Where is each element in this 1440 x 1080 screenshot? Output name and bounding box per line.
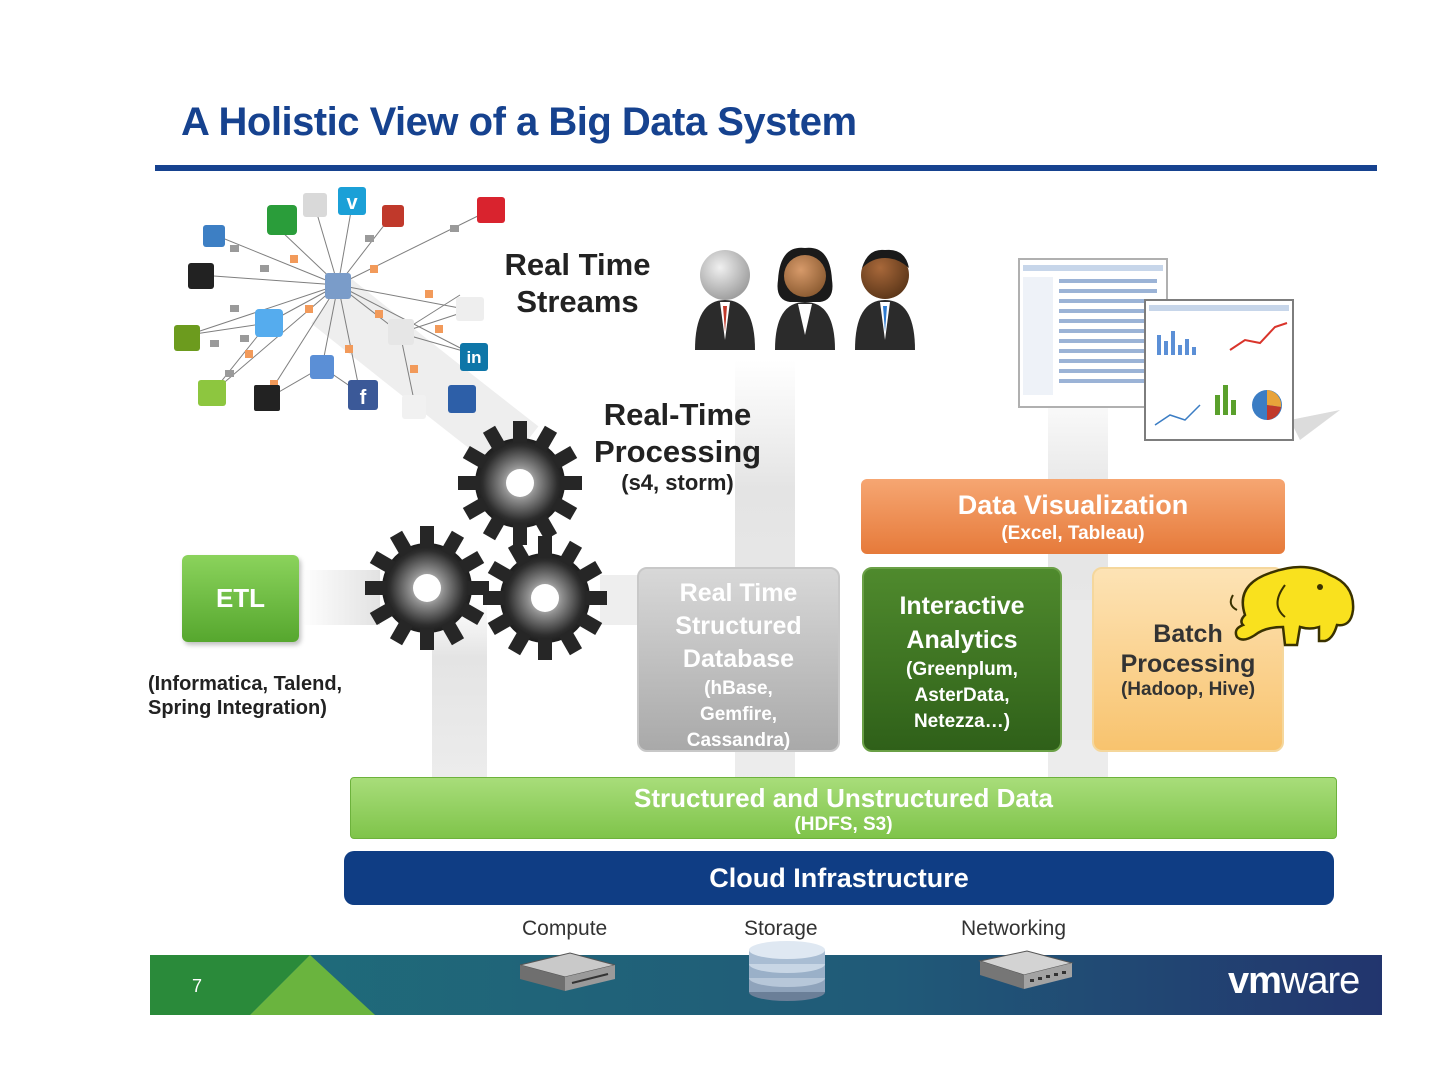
real-time-database-box: Real Time Structured Database (hBase, Ge… — [637, 567, 840, 752]
structured-data-tools: (HDFS, S3) — [794, 814, 893, 835]
real-time-streams-line1: Real Time — [504, 247, 651, 282]
batch-processing-line2: Processing — [1120, 650, 1256, 678]
etl-tools-line1: (Informatica, Talend, — [148, 673, 343, 695]
social-network-graph: v in f — [174, 187, 505, 419]
vmware-logo: vmware — [1228, 960, 1360, 1003]
compute-label: Compute — [522, 917, 608, 940]
structured-data-title: Structured and Unstructured Data — [634, 783, 1053, 813]
interactive-analytics-box: Interactive Analytics (Greenplum, AsterD… — [862, 567, 1062, 752]
real-time-database-tool3: Cassandra) — [686, 730, 791, 751]
hadoop-elephant-icon — [1229, 565, 1355, 647]
data-visualization-box: Data Visualization (Excel, Tableau) — [861, 479, 1285, 554]
batch-processing-line1: Batch — [1153, 620, 1223, 648]
interactive-analytics-tool3: Netezza…) — [913, 711, 1011, 732]
slide-title: A Holistic View of a Big Data System — [181, 100, 857, 144]
real-time-database-line3: Database — [682, 645, 795, 673]
page-number: 7 — [192, 976, 203, 996]
real-time-database-line1: Real Time — [679, 579, 798, 607]
vmware-logo-light: ware — [1280, 960, 1360, 1002]
real-time-processing-sub: (s4, storm) — [621, 470, 734, 495]
data-visualization-tools: (Excel, Tableau) — [1001, 523, 1145, 544]
real-time-streams-label: Real Time Streams — [495, 246, 660, 320]
storage-icon — [749, 941, 825, 1001]
data-visualization-title: Data Visualization — [957, 490, 1189, 520]
interactive-analytics-line2: Analytics — [906, 626, 1018, 654]
structured-unstructured-data-bar: Structured and Unstructured Data (HDFS, … — [350, 777, 1337, 839]
svg-text:f: f — [360, 387, 367, 409]
real-time-streams-line2: Streams — [516, 284, 639, 319]
cloud-infrastructure-bar: Cloud Infrastructure — [344, 851, 1334, 905]
users-icon — [695, 247, 915, 350]
vmware-logo-bold: vm — [1228, 960, 1282, 1002]
svg-text:in: in — [466, 348, 481, 367]
gears-icon — [365, 421, 607, 660]
title-divider — [155, 165, 1377, 171]
batch-processing-tools: (Hadoop, Hive) — [1120, 679, 1256, 700]
dashboard-screenshots-icon — [1018, 258, 1294, 441]
networking-label: Networking — [961, 917, 1067, 940]
svg-text:v: v — [346, 192, 358, 214]
real-time-database-tool2: Gemfire, — [699, 704, 778, 725]
etl-tools-line2: Spring Integration) — [148, 697, 327, 719]
interactive-analytics-tool2: AsterData, — [914, 685, 1010, 706]
interactive-analytics-tool1: (Greenplum, — [906, 659, 1018, 680]
storage-label: Storage — [744, 917, 818, 940]
real-time-database-line2: Structured — [675, 612, 802, 640]
real-time-database-tool1: (hBase, — [704, 678, 773, 699]
real-time-processing-line1: Real-Time — [603, 397, 752, 432]
real-time-processing-line2: Processing — [593, 434, 762, 469]
interactive-analytics-line1: Interactive — [899, 592, 1025, 620]
etl-box: ETL — [182, 555, 299, 642]
etl-tools-label: (Informatica, Talend, Spring Integration… — [148, 672, 342, 720]
real-time-processing-label: Real-Time Processing (s4, storm) — [585, 396, 770, 496]
server-icon — [519, 952, 616, 991]
network-switch-icon — [978, 950, 1074, 989]
